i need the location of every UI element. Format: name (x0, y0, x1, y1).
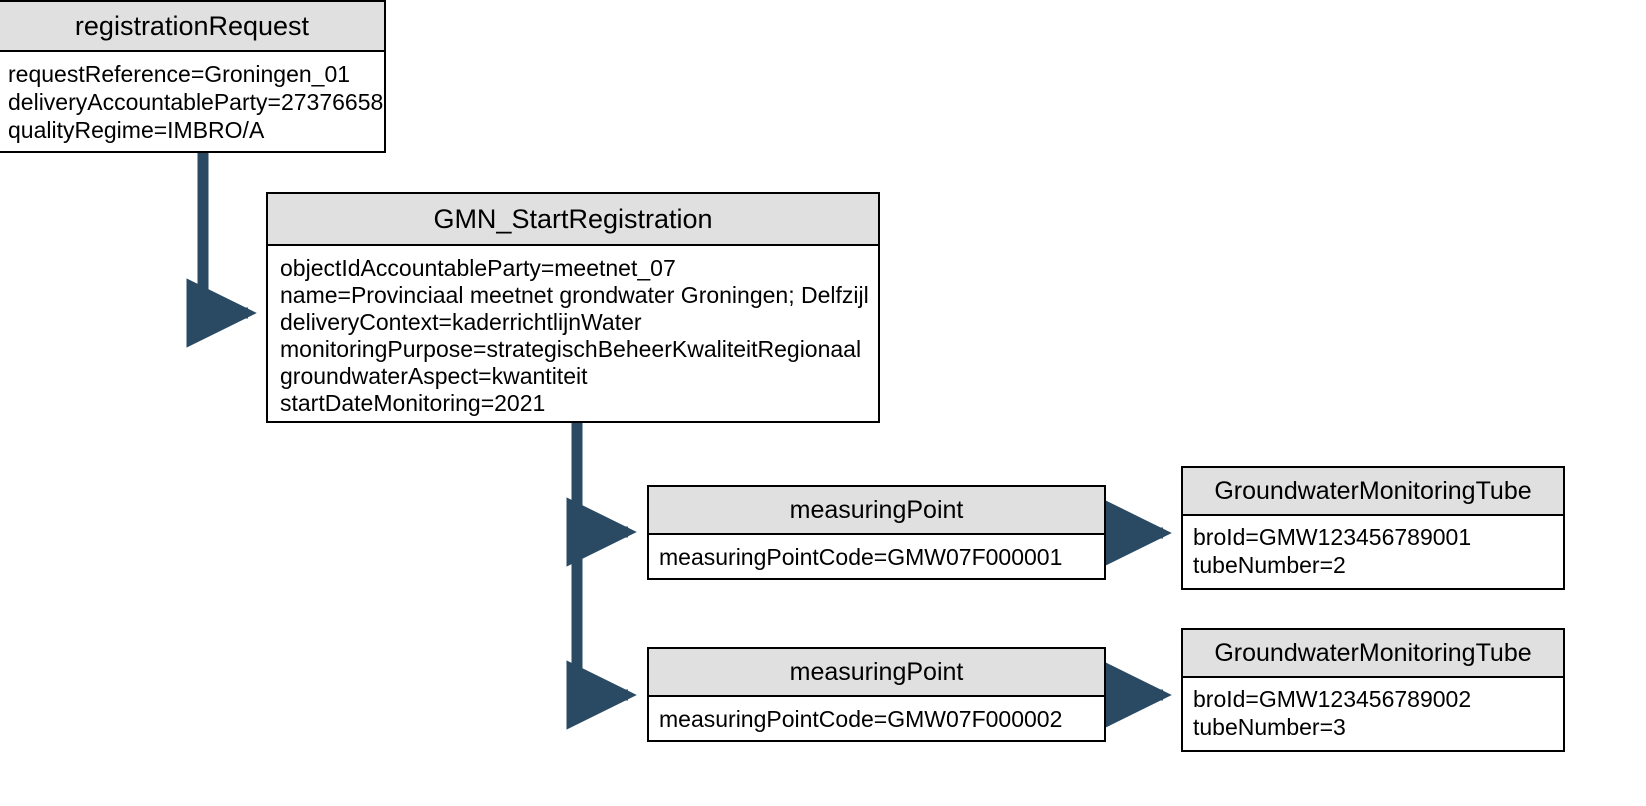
object-box-attributes-groundwater-monitoring-tube-2: broId=GMW123456789002 tubeNumber=3 (1183, 678, 1563, 741)
attribute-line: broId=GMW123456789001 (1193, 524, 1472, 550)
attribute-line: qualityRegime=IMBRO/A (8, 117, 265, 143)
attribute-line: startDateMonitoring=2021 (280, 390, 546, 416)
object-box-title-groundwater-monitoring-tube-2: GroundwaterMonitoringTube (1183, 630, 1563, 678)
object-box-attributes-measuring-point-1: measuringPointCode=GMW07F000001 (649, 535, 1104, 571)
connector-gmn-start-registration-to-measuring-point-2 (566, 660, 637, 730)
attribute-line: name=Provinciaal meetnet grondwater Gron… (280, 282, 869, 308)
object-box-title-gmn-start-registration: GMN_StartRegistration (268, 194, 878, 246)
attribute-line: measuringPointCode=GMW07F000001 (659, 544, 1063, 570)
attribute-line: tubeNumber=2 (1193, 552, 1346, 578)
attribute-line: objectIdAccountableParty=meetnet_07 (280, 255, 676, 281)
connector-gmn-start-registration-to-measuring-point-1 (566, 497, 637, 567)
object-box-attributes-registration-request: requestReference=Groningen_01 deliveryAc… (0, 52, 384, 144)
attribute-line: deliveryAccountableParty=27376658 (8, 89, 384, 115)
attribute-line: broId=GMW123456789002 (1193, 686, 1472, 712)
object-box-attributes-groundwater-monitoring-tube-1: broId=GMW123456789001 tubeNumber=2 (1183, 516, 1563, 579)
object-box-title-groundwater-monitoring-tube-1: GroundwaterMonitoringTube (1183, 468, 1563, 516)
attribute-line: measuringPointCode=GMW07F000002 (659, 706, 1063, 732)
attribute-line: tubeNumber=3 (1193, 714, 1346, 740)
object-box-title-measuring-point-1: measuringPoint (649, 487, 1104, 535)
attribute-line: requestReference=Groningen_01 (8, 61, 351, 87)
attribute-line: groundwaterAspect=kwantiteit (280, 363, 588, 389)
attribute-line: monitoringPurpose=strategischBeheerKwali… (280, 336, 862, 362)
object-box-measuring-point-1[interactable]: measuringPoint measuringPointCode=GMW07F… (647, 485, 1106, 580)
object-box-title-registration-request: registrationRequest (0, 2, 384, 52)
object-box-gmn-start-registration[interactable]: GMN_StartRegistration objectIdAccountabl… (266, 192, 880, 423)
connector-registration-request-to-gmn-start-registration (186, 152, 257, 348)
object-box-registration-request[interactable]: registrationRequest requestReference=Gro… (0, 0, 386, 153)
object-box-attributes-gmn-start-registration: objectIdAccountableParty=meetnet_07 name… (268, 246, 878, 417)
attribute-line: deliveryContext=kaderrichtlijnWater (280, 309, 642, 335)
object-box-attributes-measuring-point-2: measuringPointCode=GMW07F000002 (649, 697, 1104, 733)
object-box-groundwater-monitoring-tube-1[interactable]: GroundwaterMonitoringTube broId=GMW12345… (1181, 466, 1565, 590)
object-box-title-measuring-point-2: measuringPoint (649, 649, 1104, 697)
object-box-groundwater-monitoring-tube-2[interactable]: GroundwaterMonitoringTube broId=GMW12345… (1181, 628, 1565, 752)
object-box-measuring-point-2[interactable]: measuringPoint measuringPointCode=GMW07F… (647, 647, 1106, 742)
